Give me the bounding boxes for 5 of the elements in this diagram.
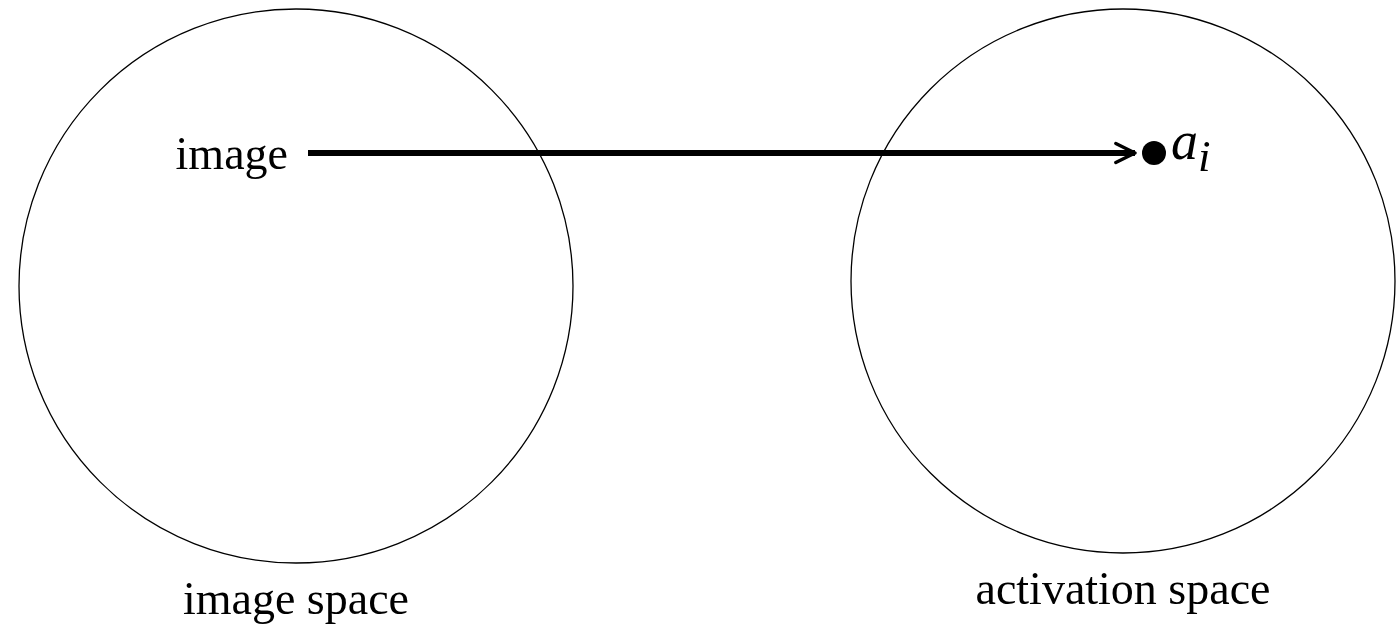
arrow bbox=[308, 141, 1137, 165]
point-label: a$_{i}$ bbox=[1171, 110, 1211, 182]
node-label: image bbox=[175, 127, 288, 181]
space-label: image space bbox=[181, 572, 410, 625]
space-label: activation space bbox=[974, 562, 1272, 615]
